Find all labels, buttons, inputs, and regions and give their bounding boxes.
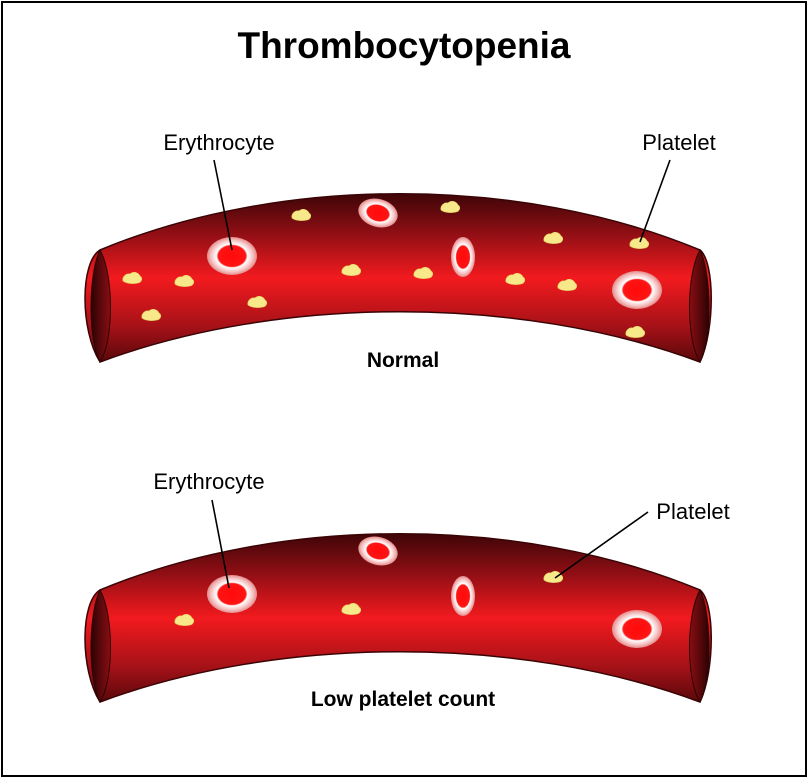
page-title: Thrombocytopenia — [237, 25, 570, 66]
erythrocyte — [207, 237, 257, 275]
erythrocyte — [358, 198, 398, 228]
erythrocyte-label: Erythrocyte — [163, 130, 274, 155]
platelet-label: Platelet — [642, 130, 715, 155]
platelet-pointer — [639, 159, 671, 243]
erythrocyte — [358, 536, 398, 566]
vessel-normal — [84, 193, 712, 363]
erythrocyte-pointer — [211, 499, 230, 589]
erythrocyte — [207, 575, 257, 613]
panel-caption-normal: Normal — [367, 349, 439, 372]
erythrocyte — [612, 610, 662, 648]
erythrocyte-pointer — [213, 159, 233, 251]
platelet-label: Platelet — [656, 499, 729, 524]
erythrocyte — [451, 576, 475, 616]
erythrocyte-label: Erythrocyte — [153, 469, 264, 494]
platelet-pointer — [554, 511, 649, 579]
erythrocyte — [612, 271, 662, 309]
panel-caption-low-platelet: Low platelet count — [311, 688, 495, 711]
vessel-low-platelet — [84, 533, 712, 703]
erythrocyte — [451, 237, 475, 277]
